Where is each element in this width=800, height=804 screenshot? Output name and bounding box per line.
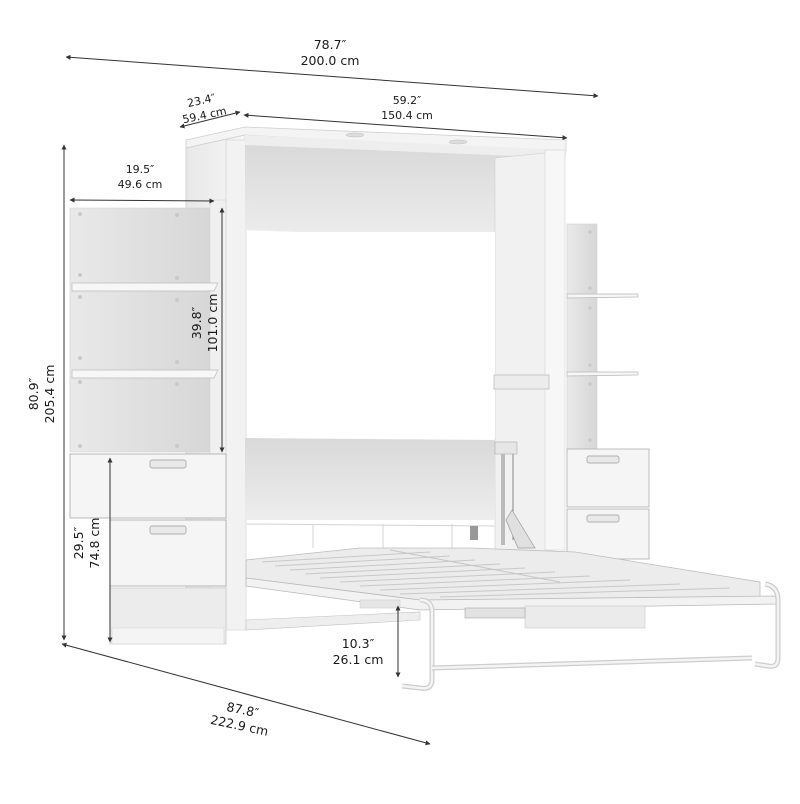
overall-height-imperial: 80.9″ <box>26 377 41 411</box>
label-side-unit-width: 19.5″ 49.6 cm <box>100 162 180 192</box>
shelf-height-metric: 101.0 cm <box>205 293 220 353</box>
cabinet-handle-icon <box>493 374 550 390</box>
cabinet-width-imperial: 59.2″ <box>392 94 422 107</box>
latch-icon <box>470 526 478 540</box>
drawer-handle-icon <box>149 525 187 535</box>
label-overall-height: 80.9″ 205.4 cm <box>26 349 58 439</box>
drawer-handle-icon <box>586 514 620 523</box>
dim-overall-width <box>65 54 599 99</box>
dim-side-unit-width <box>69 197 215 204</box>
open-bed <box>245 547 781 691</box>
overall-height-metric: 205.4 cm <box>42 364 57 424</box>
side-unit-width-imperial: 19.5″ <box>125 163 155 176</box>
drawer-handle-icon <box>149 459 187 469</box>
drawer-handle-icon <box>586 455 620 464</box>
label-shelf-height: 39.8″ 101.0 cm <box>189 278 221 368</box>
bed-clearance-imperial: 10.3″ <box>341 636 375 651</box>
lift-mechanism-icon <box>494 441 518 455</box>
dimension-lines <box>61 54 599 746</box>
overall-width-imperial: 78.7″ <box>313 37 347 52</box>
left-drawer-1 <box>69 453 227 519</box>
drawer-height-metric: 74.8 cm <box>87 517 102 569</box>
overall-width-metric: 200.0 cm <box>300 53 360 68</box>
bed-clearance-metric: 26.1 cm <box>332 652 384 667</box>
drawer-height-imperial: 29.5″ <box>71 526 86 560</box>
right-storage-unit <box>566 223 650 560</box>
right-shelf-2 <box>566 371 639 377</box>
cabinet-width-metric: 150.4 cm <box>381 109 433 122</box>
dim-open-depth <box>61 642 431 746</box>
side-unit-width-metric: 49.6 cm <box>117 178 163 191</box>
bed-slats <box>261 551 731 598</box>
dim-storage-depth <box>179 110 241 129</box>
left-shelf-2 <box>71 369 219 379</box>
shelf-height-imperial: 39.8″ <box>189 306 204 340</box>
label-cabinet-width: 59.2″ 150.4 cm <box>362 93 452 123</box>
label-bed-clearance: 10.3″ 26.1 cm <box>318 636 398 668</box>
dim-cabinet-width <box>243 112 568 141</box>
label-drawer-height: 29.5″ 74.8 cm <box>71 498 103 588</box>
right-shelf-1 <box>566 293 639 299</box>
left-storage-unit <box>69 199 227 645</box>
label-overall-width: 78.7″ 200.0 cm <box>285 37 375 69</box>
left-shelf-1 <box>71 282 219 292</box>
